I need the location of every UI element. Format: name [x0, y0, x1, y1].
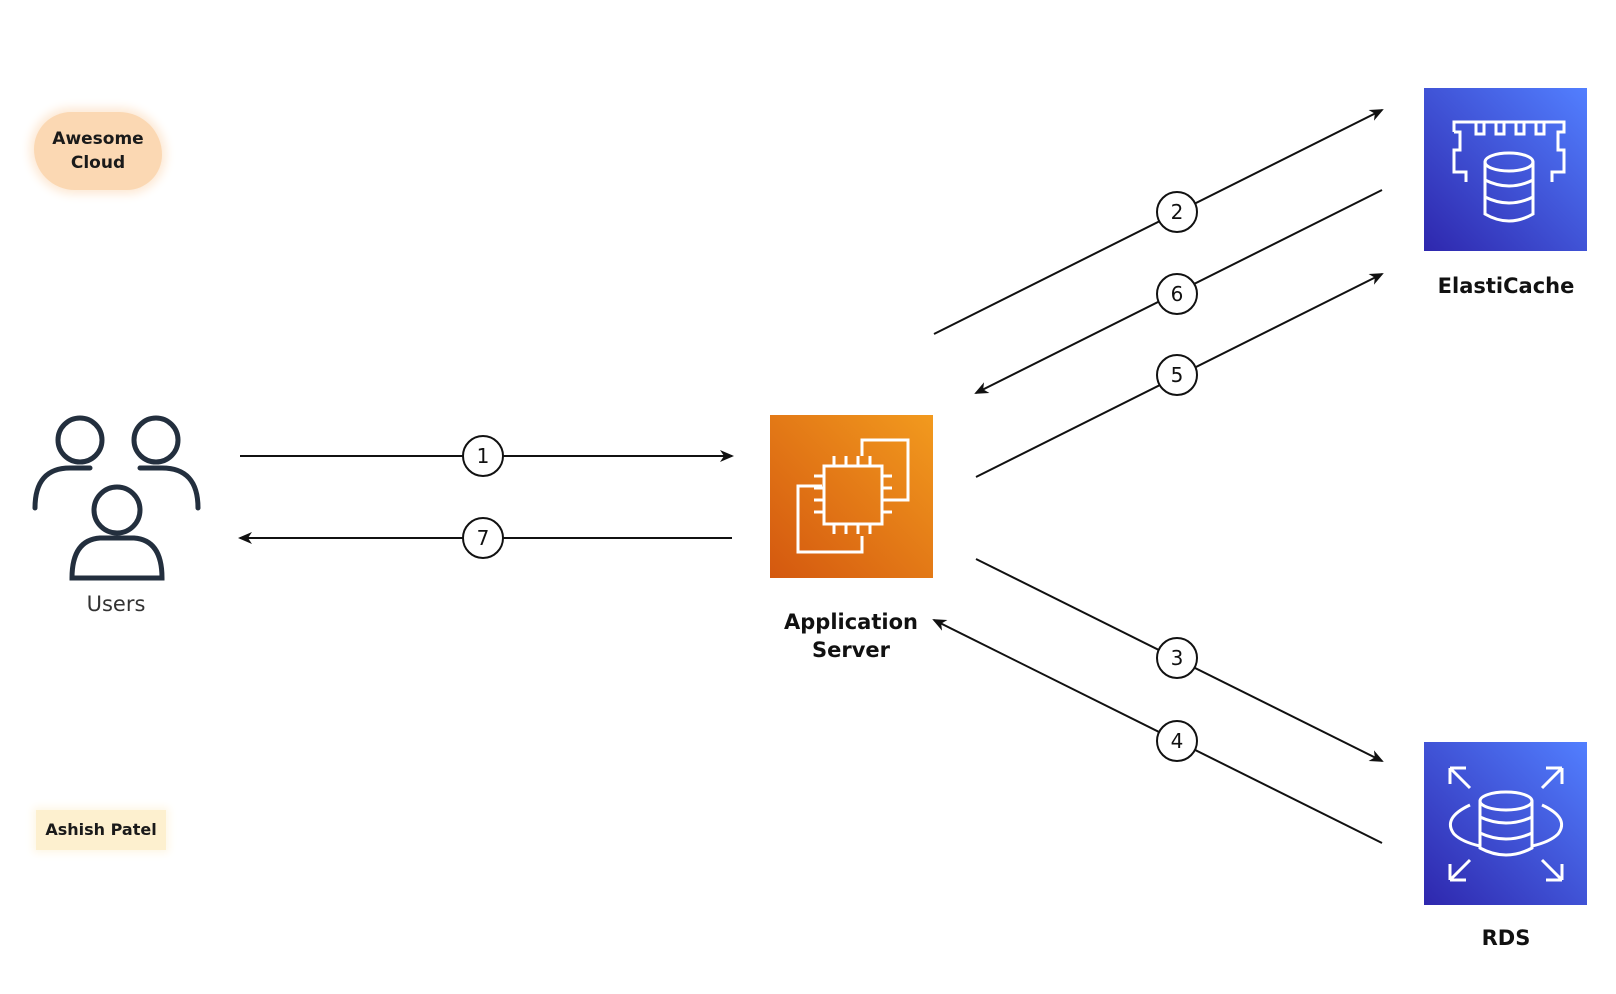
logo-line2: Cloud	[70, 153, 126, 173]
elasticache-icon	[1424, 88, 1587, 251]
app-server-label: Application Server	[756, 608, 946, 664]
ec2-instance-icon	[770, 415, 933, 578]
users-icon	[32, 415, 201, 581]
rds-label: RDS	[1481, 926, 1531, 950]
users-label: Users	[86, 592, 146, 616]
svg-text:4: 4	[1171, 729, 1184, 753]
app-server-label-line2: Server	[811, 638, 890, 662]
awesome-cloud-logo: Awesome Cloud	[34, 112, 162, 190]
svg-text:2: 2	[1171, 200, 1184, 224]
svg-text:7: 7	[477, 526, 490, 550]
step-marker-7: 7	[462, 517, 504, 559]
step-marker-4: 4	[1156, 720, 1198, 762]
step-marker-2: 2	[1156, 191, 1198, 233]
rds-icon	[1424, 742, 1587, 905]
svg-text:5: 5	[1171, 363, 1184, 387]
svg-text:1: 1	[477, 444, 490, 468]
flow-rds-to-app	[932, 619, 1383, 844]
elasticache-label: ElastiCache	[1437, 274, 1575, 298]
step-marker-3: 3	[1156, 637, 1198, 679]
svg-text:3: 3	[1171, 646, 1184, 670]
author-tag: Ashish Patel	[36, 810, 166, 850]
step-marker-1: 1	[462, 435, 504, 477]
flow-app-to-elasticache	[933, 109, 1384, 335]
app-server-label-line1: Application	[784, 610, 918, 634]
step-marker-6: 6	[1156, 273, 1198, 315]
logo-line1: Awesome	[52, 129, 144, 149]
step-marker-5: 5	[1156, 354, 1198, 396]
svg-text:6: 6	[1171, 282, 1184, 306]
